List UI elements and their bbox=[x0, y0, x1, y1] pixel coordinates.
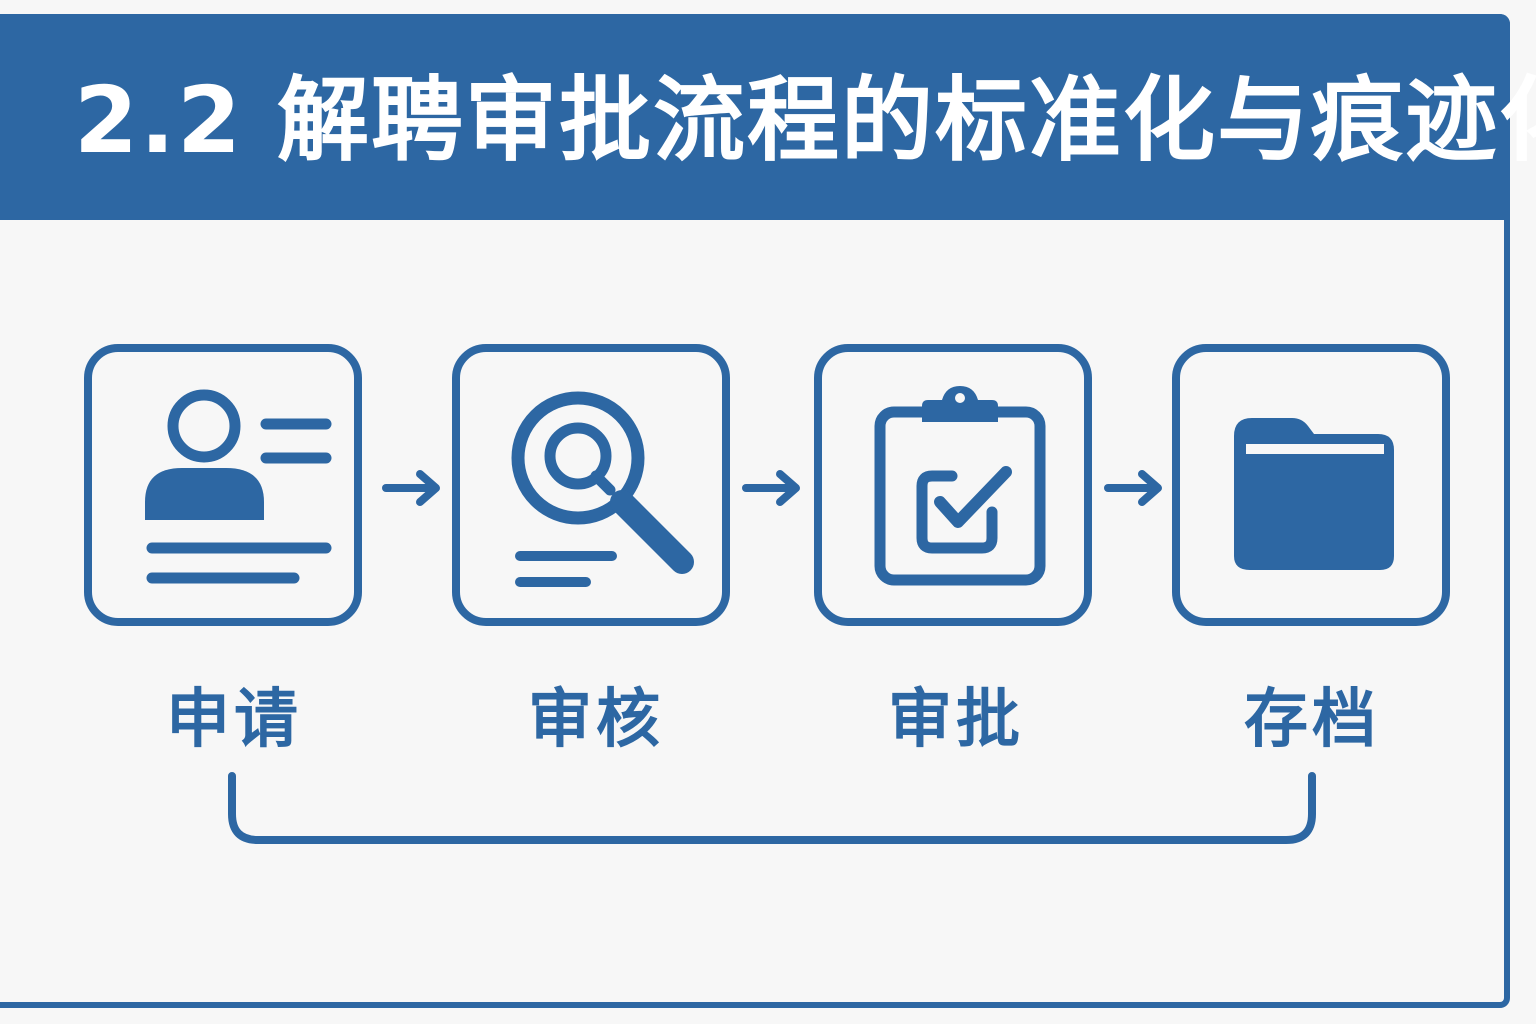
folder-icon bbox=[1234, 418, 1394, 570]
title-banner bbox=[0, 14, 1510, 220]
step-archive-box bbox=[1172, 344, 1450, 626]
arrow-right-icon bbox=[382, 470, 440, 506]
applicant-profile-icon bbox=[145, 389, 332, 584]
clipboard-check-icon bbox=[874, 386, 1046, 586]
slide-title: 2.2 解聘审批流程的标准化与痕迹化 bbox=[74, 67, 1536, 174]
return-bracket-connector bbox=[228, 772, 1316, 844]
arrow-right-icon bbox=[742, 470, 800, 506]
magnifier-document-icon bbox=[511, 391, 694, 587]
step-apply-label: 申请 bbox=[166, 683, 302, 757]
step-review-label: 审核 bbox=[528, 683, 664, 757]
arrow-right-icon bbox=[1104, 470, 1162, 506]
step-approve-box bbox=[814, 344, 1092, 626]
step-approve-label: 审批 bbox=[888, 683, 1024, 757]
step-archive-label: 存档 bbox=[1244, 683, 1380, 757]
step-apply-box bbox=[84, 344, 362, 626]
step-review-box bbox=[452, 344, 730, 626]
